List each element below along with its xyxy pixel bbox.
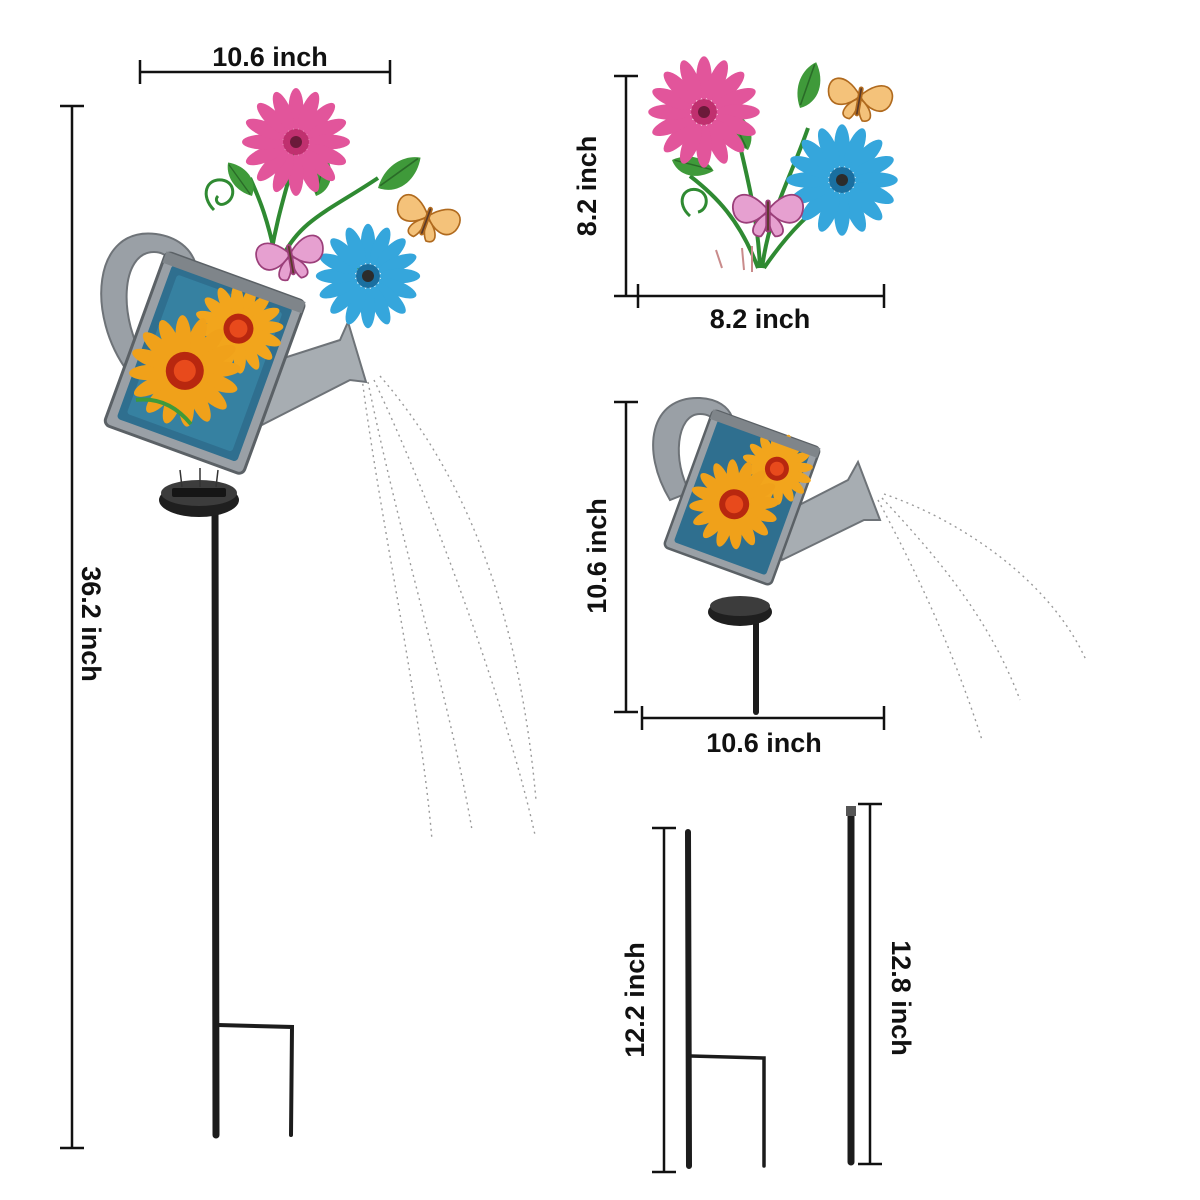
dimension-label-full-height: 36.2 inch <box>76 566 106 682</box>
dimension-flowers-height: 8.2 inch <box>572 74 638 298</box>
full-product-illustration <box>100 88 537 1139</box>
dimension-can-width: 10.6 inch <box>640 706 886 758</box>
dimension-full-width: 10.6 inch <box>138 42 392 84</box>
dimension-can-height: 10.6 inch <box>582 400 638 714</box>
dimension-full-height: 36.2 inch <box>60 104 106 1150</box>
water-stream-wires <box>361 375 537 841</box>
stake-part-b <box>846 806 856 1166</box>
sunflower-artwork <box>113 255 296 451</box>
watering-can-body <box>103 251 306 475</box>
flower-bouquet <box>204 88 464 328</box>
dimension-stake-b-height: 12.8 inch <box>858 802 916 1166</box>
dimension-flowers-width: 8.2 inch <box>636 284 886 334</box>
dimension-label-flowers-height: 8.2 inch <box>572 136 602 237</box>
dimension-label-flowers-width: 8.2 inch <box>710 304 811 334</box>
dimension-label-can-height: 10.6 inch <box>582 498 612 614</box>
water-stream-wires-small <box>877 493 1087 741</box>
watering-can-head-illustration <box>652 396 1087 741</box>
stake-part-a <box>685 829 766 1169</box>
dimension-stake-a-height: 12.2 inch <box>620 826 676 1174</box>
dimension-label-stake-a-height: 12.2 inch <box>620 942 650 1058</box>
garden-stake <box>211 496 295 1139</box>
flower-insert-illustration <box>648 56 898 272</box>
solar-panel-cap <box>159 468 239 517</box>
dimension-label-full-width: 10.6 inch <box>212 42 328 72</box>
dimension-label-can-width: 10.6 inch <box>706 728 822 758</box>
dimension-label-stake-b-height: 12.8 inch <box>886 940 916 1056</box>
